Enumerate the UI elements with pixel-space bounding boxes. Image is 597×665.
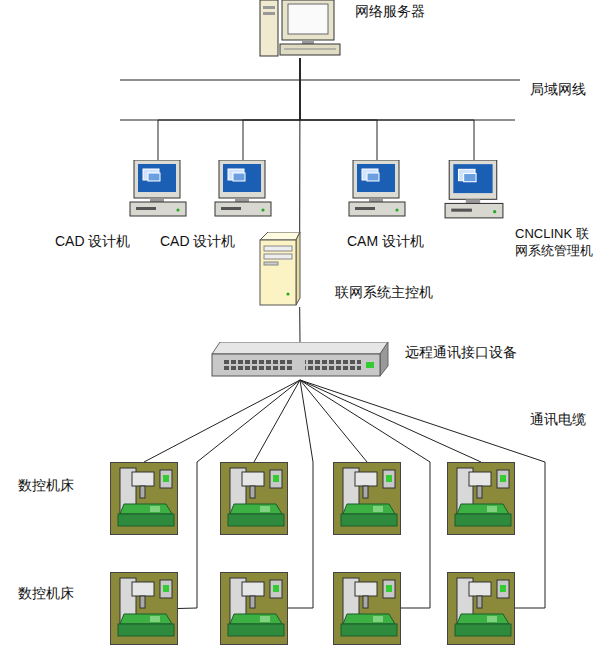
cnc-machine-icon <box>448 463 515 535</box>
node-label: CAM 设计机 <box>347 232 424 250</box>
lan-bus <box>120 80 520 120</box>
workstation: CAM 设计机 <box>347 160 407 218</box>
interface-device: 远程通讯接口设备 <box>210 342 390 380</box>
cable-line <box>300 380 481 462</box>
network-cable <box>243 58 300 160</box>
node-label: CAD 设计机 <box>160 232 235 250</box>
lan-line <box>120 80 520 81</box>
network-cable <box>300 58 474 160</box>
cnc-machine-icon <box>334 573 401 645</box>
node-icon-shape <box>215 160 271 216</box>
node-icon-shape <box>212 342 388 376</box>
node-icon <box>347 160 407 218</box>
network-cable <box>144 380 300 462</box>
node-icon <box>258 0 342 58</box>
node-label: CNCLINK 联网系统管理机 <box>515 226 595 260</box>
node-icon-shape <box>111 463 178 535</box>
network-cable <box>158 58 300 160</box>
cnc-machines <box>221 463 515 645</box>
node-label: 网络服务器 <box>355 2 425 20</box>
network-cable <box>178 380 300 609</box>
cable-line <box>300 380 367 462</box>
node-icon-shape <box>130 160 186 216</box>
node-label: 数控机床 <box>18 476 74 494</box>
annotation-label: 局域网线 <box>530 80 586 98</box>
cnc-machine-icon <box>334 463 401 535</box>
node-label: CAD 设计机 <box>55 232 130 250</box>
node-icon <box>110 462 178 535</box>
cnc-machine: 数控机床 <box>110 462 178 535</box>
node-icon <box>110 572 178 645</box>
node-label: 数控机床 <box>18 584 74 602</box>
cable-line <box>288 380 313 608</box>
workstation: CNCLINK 联网系统管理机 <box>443 160 505 220</box>
workstation: CAD 设计机 <box>213 160 273 218</box>
network-cable <box>299 58 300 232</box>
cnc-machine-icon <box>221 463 288 535</box>
node-icon-shape <box>260 232 300 305</box>
cnc-machine-icon <box>448 573 515 645</box>
node-icon <box>213 160 273 218</box>
node-icon <box>128 160 188 218</box>
workstation: CAD 设计机 <box>128 160 188 218</box>
node-icon <box>210 342 390 380</box>
node-icon-shape <box>260 0 340 56</box>
node-icon-shape <box>445 160 503 218</box>
annotation-label: 通讯电缆 <box>530 410 586 428</box>
network-cable <box>300 58 377 160</box>
server-computer: 网络服务器 <box>258 0 342 58</box>
host-tower: 联网系统主控机 <box>256 232 302 307</box>
node-icon <box>443 160 505 220</box>
cnc-machine: 数控机床 <box>110 572 178 645</box>
cnc-machine-icon <box>221 573 288 645</box>
node-icon-shape <box>111 573 178 645</box>
node-label: 联网系统主控机 <box>335 283 433 301</box>
node-icon-shape <box>349 160 405 216</box>
node-label: 远程通讯接口设备 <box>405 343 517 361</box>
node-icon <box>256 232 302 307</box>
network-cable <box>299 307 300 342</box>
